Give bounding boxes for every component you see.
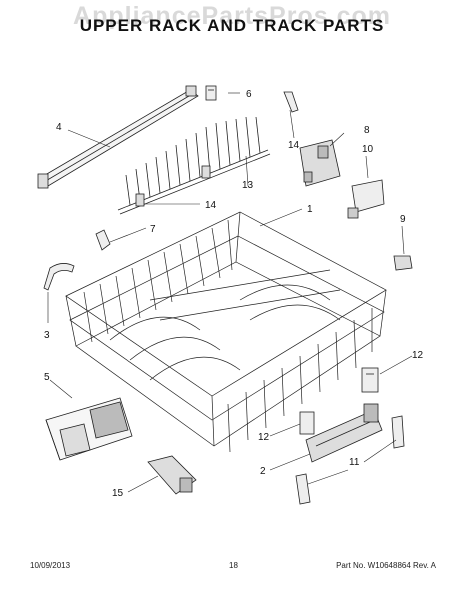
callout-6: 6 xyxy=(246,89,252,100)
track-rail-part-4 xyxy=(37,85,199,189)
watermark-text: AppliancePartsPros.com xyxy=(73,2,391,30)
callout-10: 10 xyxy=(362,144,374,155)
footer-part-number: Part No. W10648864 Rev. A xyxy=(336,561,436,570)
clip-part-14-upper xyxy=(283,91,299,113)
silverware-basket-part-5 xyxy=(45,397,133,461)
callout-labels: 1 2 3 4 5 6 7 8 9 10 11 12 12 13 14 14 1… xyxy=(44,89,424,499)
track-stop-part-11-left xyxy=(295,473,311,505)
clip-part-9 xyxy=(393,255,413,271)
tine-holder-part-3 xyxy=(43,263,75,291)
rack-interior-tines xyxy=(109,269,341,381)
callout-5: 5 xyxy=(44,372,50,383)
callout-12-left: 12 xyxy=(258,432,270,443)
page-title: UPPER RACK AND TRACK PARTS xyxy=(79,16,385,35)
adjuster-part-12-right xyxy=(361,367,379,393)
callout-4: 4 xyxy=(56,122,62,133)
clip-part-6 xyxy=(205,85,217,101)
adjuster-housing-part-8 xyxy=(299,139,341,187)
callout-8: 8 xyxy=(364,125,370,136)
callout-7: 7 xyxy=(150,224,156,235)
callout-9: 9 xyxy=(400,214,406,225)
rack-basket-part-1 xyxy=(65,211,387,453)
leader-lines xyxy=(47,92,413,493)
track-stop-part-11-right xyxy=(391,415,405,449)
rack-front-wires xyxy=(83,219,233,343)
callout-13: 13 xyxy=(242,180,254,191)
tine-row-part-13 xyxy=(117,116,271,215)
callout-3: 3 xyxy=(44,330,50,341)
rack-adjuster-part-2 xyxy=(305,403,383,463)
callout-14-lower: 14 xyxy=(205,200,217,211)
callout-2: 2 xyxy=(260,466,266,477)
footer-page-number: 18 xyxy=(229,561,238,570)
callout-15: 15 xyxy=(112,488,124,499)
callout-1: 1 xyxy=(307,204,313,215)
rack-side-wires xyxy=(227,308,373,453)
callout-14-upper: 14 xyxy=(288,140,300,151)
callout-11: 11 xyxy=(349,457,360,468)
adjuster-part-12-left xyxy=(299,411,315,435)
footer-date: 10/09/2013 xyxy=(30,561,71,570)
latch-part-7 xyxy=(95,229,111,251)
callout-12-right: 12 xyxy=(412,350,424,361)
tine-clip-part-15 xyxy=(147,455,197,495)
adjuster-cover-part-10 xyxy=(347,179,385,219)
